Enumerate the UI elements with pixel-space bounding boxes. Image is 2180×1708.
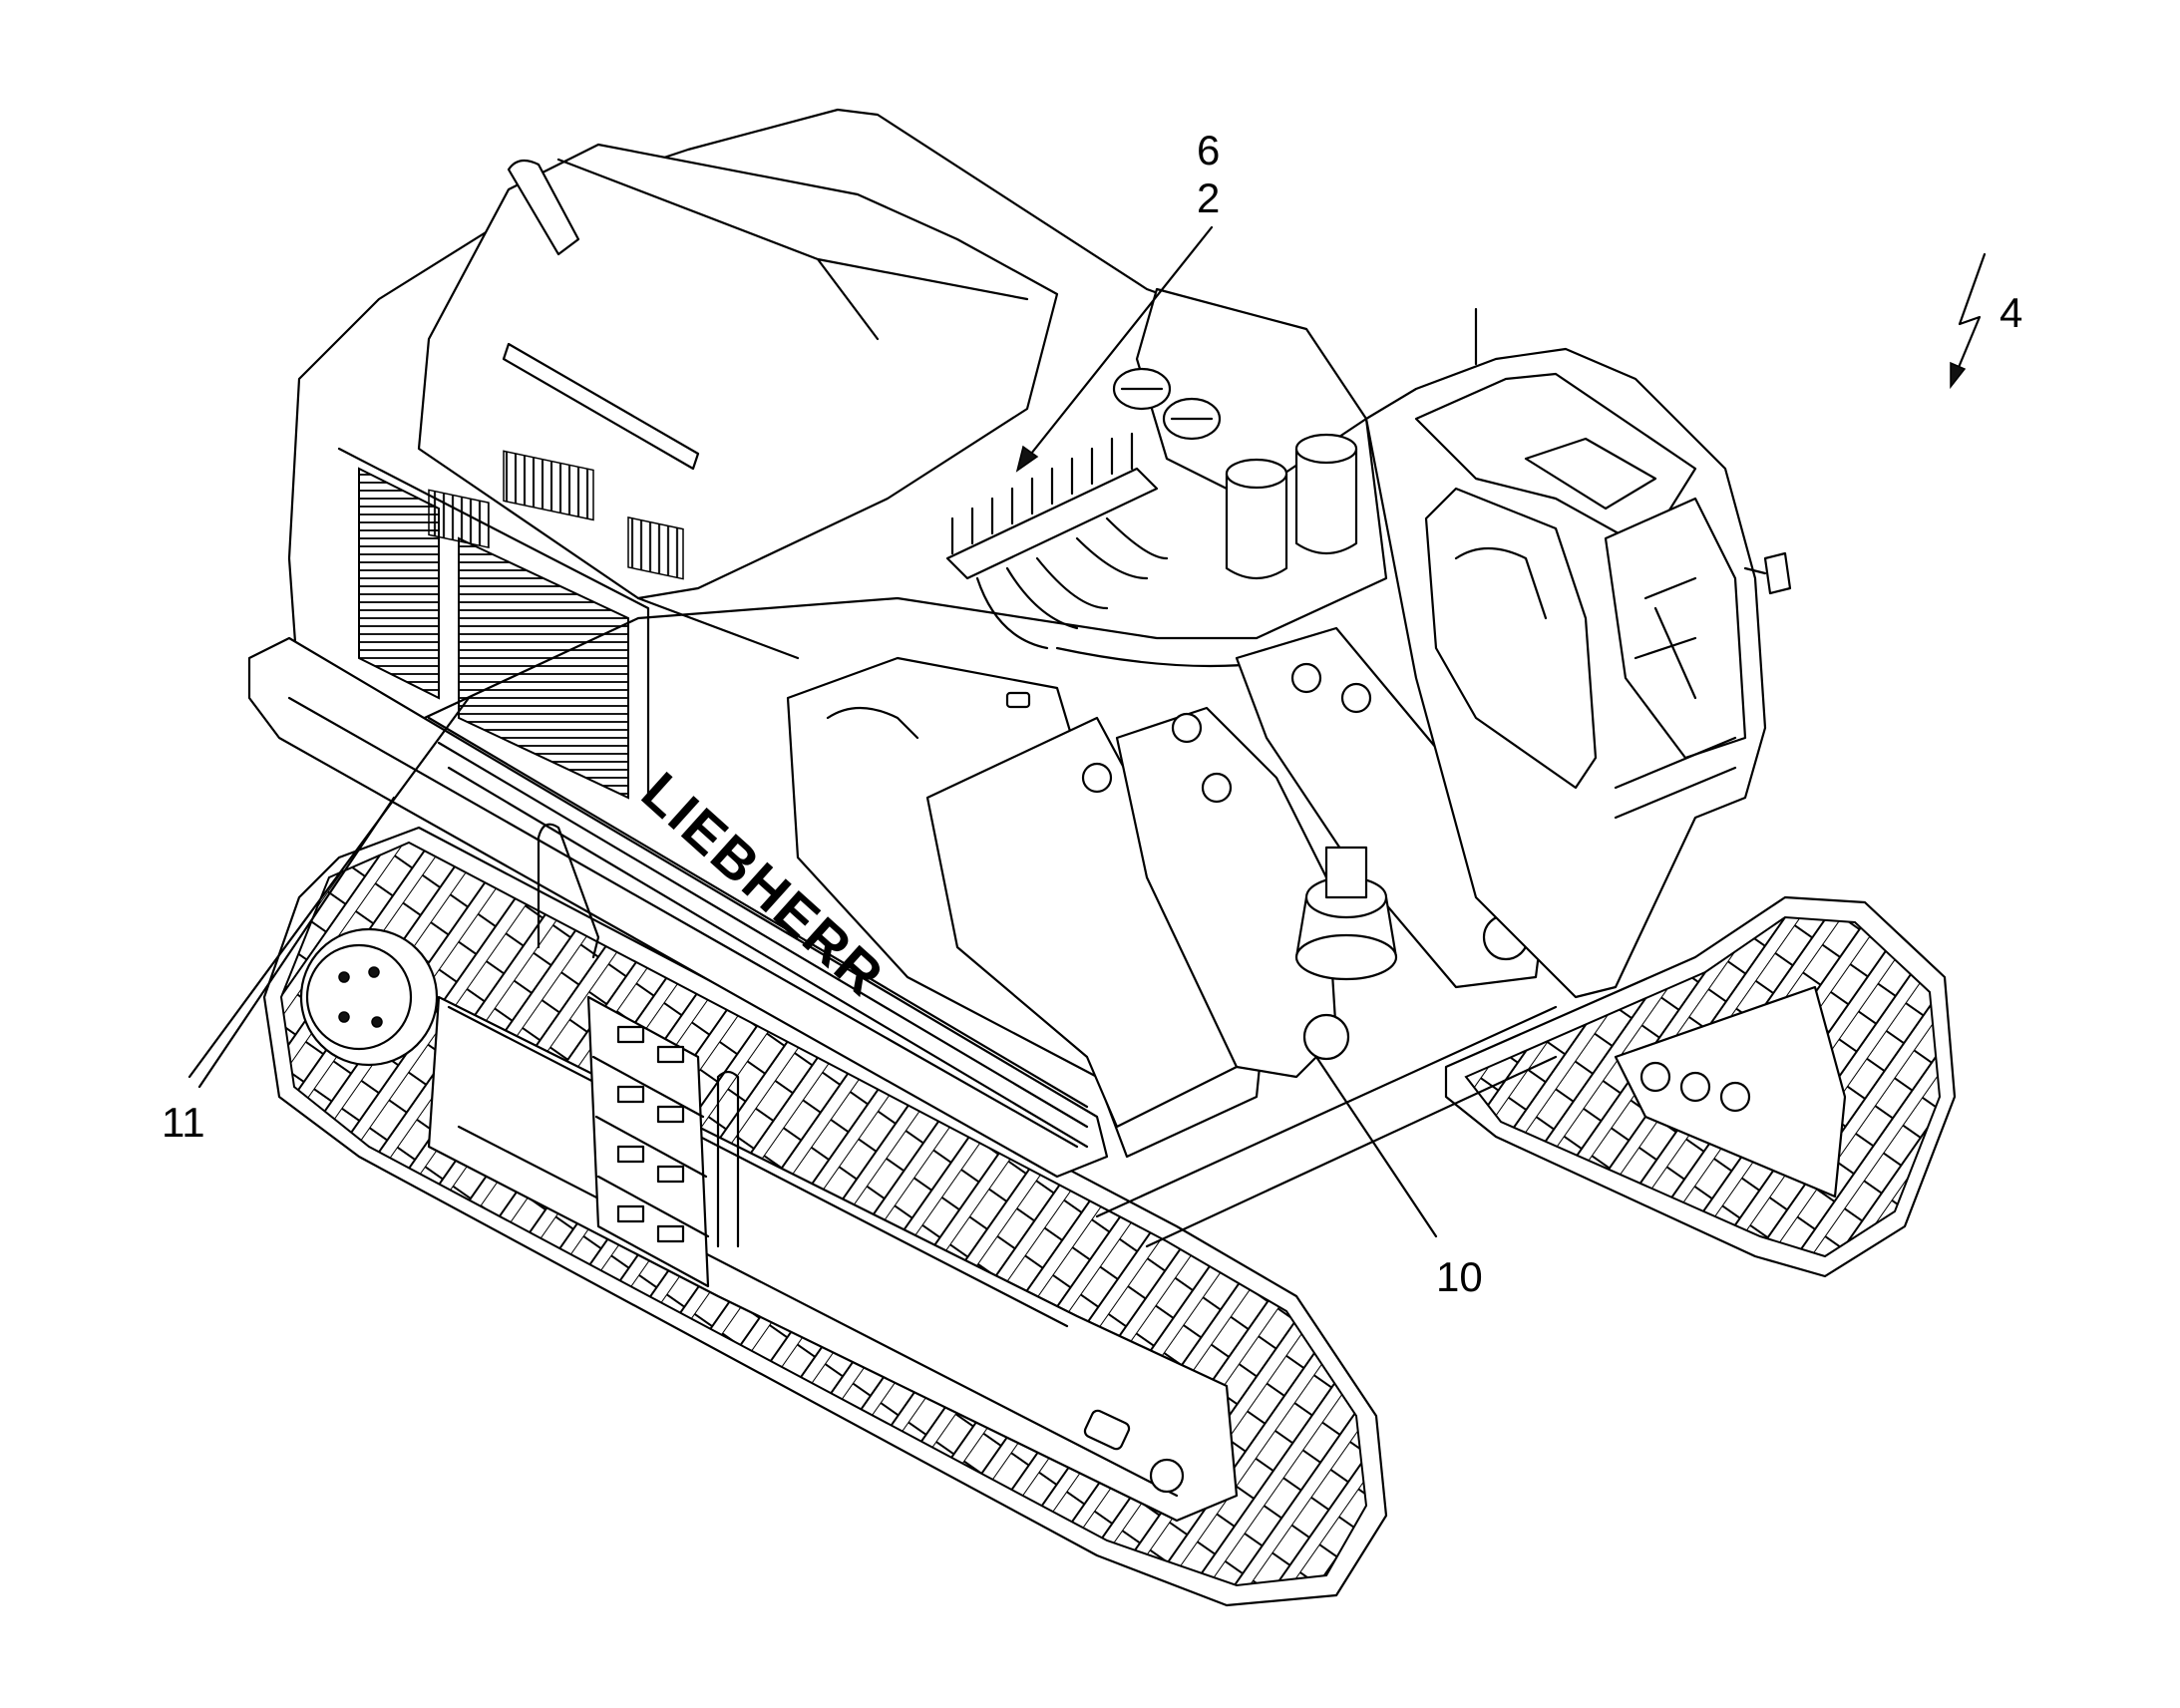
reference-numeral-4: 4 — [1999, 289, 2023, 336]
leader-lines — [187, 225, 1987, 1238]
hydraulic-valve-block — [945, 287, 1368, 668]
sprocket-hub — [299, 927, 439, 1067]
reference-numeral-10: 10 — [1436, 1253, 1483, 1300]
operator-cab — [1364, 307, 1792, 999]
reference-numeral-2: 2 — [1197, 174, 1221, 221]
upper-carriage: LIEBHERR — [247, 108, 1388, 1179]
right-crawler-track — [1444, 895, 1957, 1278]
reference-numeral-6: 6 — [1197, 127, 1221, 173]
access-ladder — [586, 995, 740, 1288]
reference-numeral-11: 11 — [162, 1099, 205, 1146]
boom-mount-bracket — [1081, 626, 1548, 1079]
